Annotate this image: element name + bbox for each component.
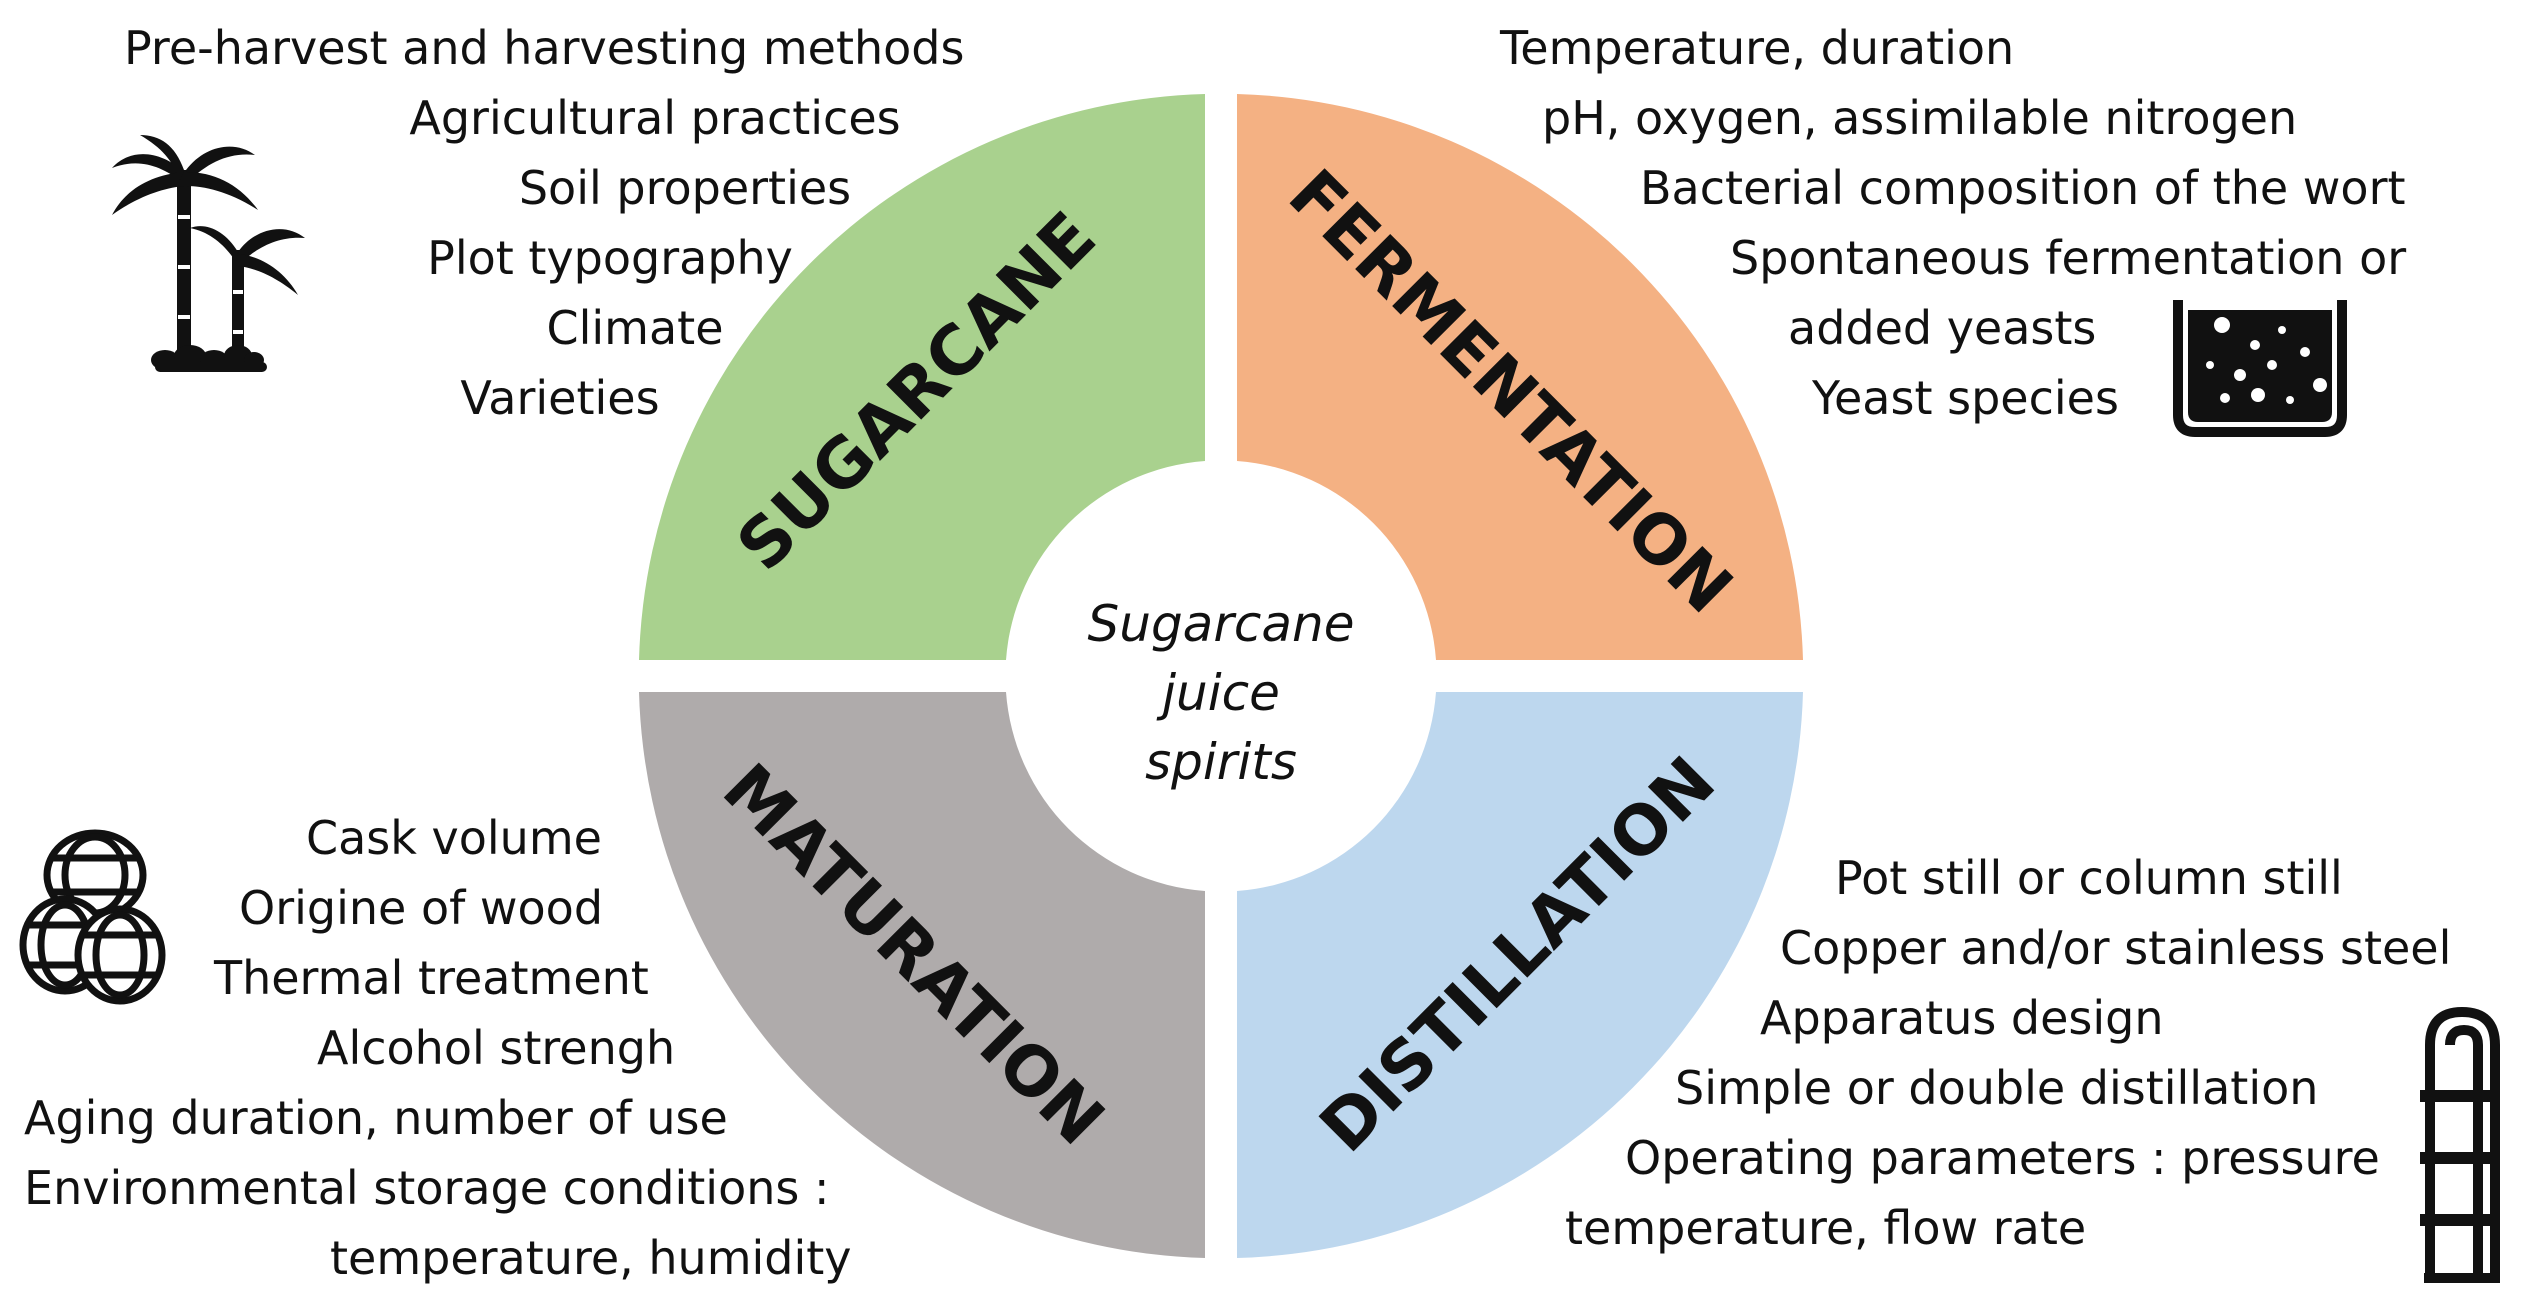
factor-item: Cask volume: [306, 811, 602, 865]
factor-item: Varieties: [460, 371, 660, 425]
quadrant-distillation: [1237, 692, 1803, 1258]
factor-item: Operating parameters : pressure: [1625, 1131, 2380, 1185]
factor-item: Temperature, duration: [1500, 21, 2015, 75]
factor-item: Spontaneous fermentation or: [1730, 231, 2407, 285]
quadrant-maturation: [639, 692, 1205, 1258]
factor-item: Pot still or column still: [1835, 851, 2343, 905]
fermentation-factor-list: Temperature, duration pH, oxygen, assimi…: [1500, 13, 2460, 433]
factor-item: Thermal treatment: [214, 951, 649, 1005]
factor-item: temperature, flow rate: [1565, 1201, 2087, 1255]
quadrant-fermentation: [1237, 94, 1803, 660]
factor-item: Agricultural practices: [409, 91, 901, 145]
factor-item: Pre-harvest and harvesting methods: [124, 21, 965, 75]
center-label: Sugarcane juice spirits: [1011, 590, 1431, 797]
factor-item: Climate: [546, 301, 724, 355]
sugarcane-plant-icon: [112, 135, 305, 372]
center-label-line: Sugarcane: [1087, 595, 1355, 653]
yeast-beaker-icon: [2173, 300, 2347, 437]
factor-item: Environmental storage conditions :: [24, 1161, 830, 1215]
maturation-factor-list: Cask volume Origine of wood Thermal trea…: [24, 803, 904, 1293]
distillation-factor-list: Pot still or column still Copper and/or …: [1565, 843, 2495, 1263]
factor-item: Apparatus design: [1760, 991, 2164, 1045]
sugarcane-factor-list: Pre-harvest and harvesting methods Agric…: [110, 13, 1010, 433]
factor-item: added yeasts: [1788, 301, 2097, 355]
factor-item: Simple or double distillation: [1675, 1061, 2319, 1115]
factor-item: temperature, humidity: [330, 1231, 852, 1285]
factor-item: Alcohol strengh: [317, 1021, 676, 1075]
factor-item: Plot typography: [427, 231, 793, 285]
factor-item: Aging duration, number of use: [24, 1091, 728, 1145]
factor-item: Bacterial composition of the wort: [1640, 161, 2406, 215]
center-label-line: juice: [1162, 664, 1280, 722]
factor-item: Origine of wood: [239, 881, 604, 935]
factor-item: pH, oxygen, assimilable nitrogen: [1542, 91, 2298, 145]
factor-item: Yeast species: [1812, 371, 2119, 425]
distillation-column-icon: [2420, 1006, 2500, 1283]
wooden-barrels-icon: [19, 829, 166, 1005]
quadrant-sugarcane: [639, 94, 1205, 660]
factor-item: Soil properties: [518, 161, 852, 215]
center-label-line: spirits: [1145, 733, 1297, 791]
factor-item: Copper and/or stainless steel: [1780, 921, 2452, 975]
